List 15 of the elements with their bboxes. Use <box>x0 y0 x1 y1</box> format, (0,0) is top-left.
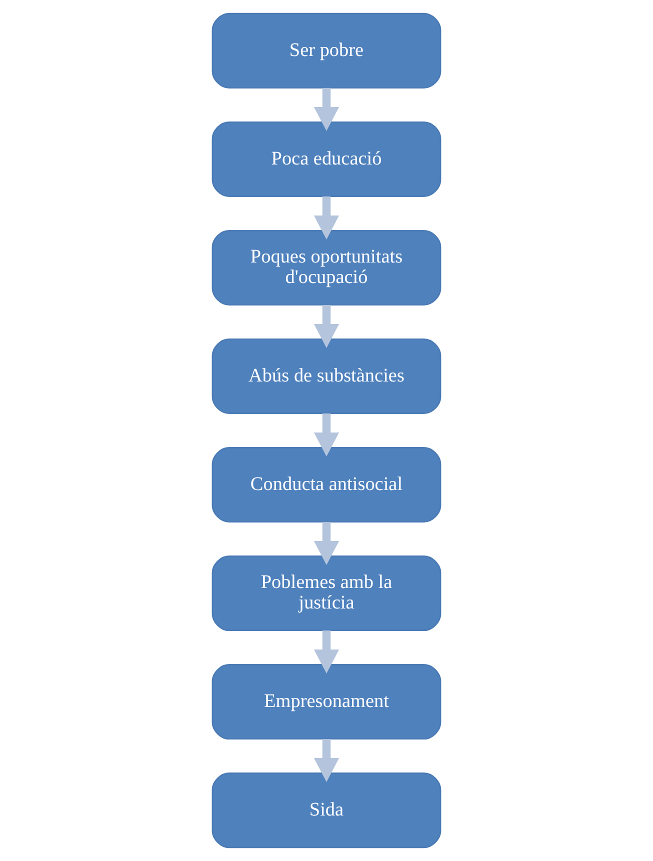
node-box: Poques oportunitats d'ocupació <box>212 230 442 306</box>
node-box: Conducta antisocial <box>212 446 442 523</box>
arrow <box>314 738 340 782</box>
arrow <box>314 88 340 131</box>
node-box: Poblemes amb la justícia <box>212 556 442 632</box>
arrow <box>314 630 340 674</box>
arrow <box>314 413 340 456</box>
arrow <box>314 304 340 348</box>
node-box: Abús de substàncies <box>212 338 442 414</box>
node-box: Poca educació <box>212 121 442 197</box>
arrow <box>314 522 340 565</box>
arrow <box>314 196 340 240</box>
node-box: Ser pobre <box>212 12 442 88</box>
node-box: Empresonament <box>212 664 442 740</box>
node-box: Sida <box>212 772 442 848</box>
